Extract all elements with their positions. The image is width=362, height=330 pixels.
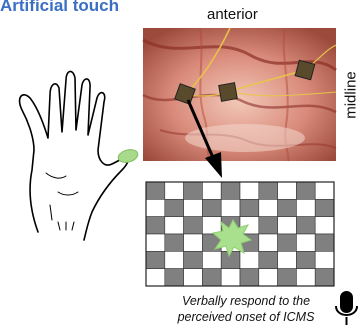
- checker-cell: [146, 217, 165, 234]
- checker-cell: [146, 234, 165, 251]
- checker-cell: [146, 182, 165, 199]
- checker-cell: [278, 269, 297, 286]
- checker-cell: [240, 269, 259, 286]
- electrode-array-3: [295, 60, 315, 80]
- caption-line-1: Verbally respond to the: [148, 293, 344, 309]
- checker-cell: [259, 251, 278, 268]
- checker-cell: [221, 199, 240, 216]
- checker-cell: [146, 269, 165, 286]
- checker-cell: [165, 269, 184, 286]
- checker-cell: [296, 182, 315, 199]
- checker-cell: [259, 234, 278, 251]
- checker-cell: [221, 182, 240, 199]
- electrode-array-2: [219, 83, 238, 102]
- checker-cell: [184, 182, 203, 199]
- checker-cell: [259, 199, 278, 216]
- checker-cell: [278, 234, 297, 251]
- checker-cell: [202, 199, 221, 216]
- checker-cell: [202, 182, 221, 199]
- checker-cell: [221, 269, 240, 286]
- checker-cell: [146, 251, 165, 268]
- checker-cell: [184, 217, 203, 234]
- checker-cell: [202, 217, 221, 234]
- checker-cell: [315, 217, 334, 234]
- checker-cell: [296, 217, 315, 234]
- caption-line-2: perceived onset of ICMS: [148, 309, 344, 325]
- checker-cell: [184, 199, 203, 216]
- checker-cell: [315, 234, 334, 251]
- checker-cell: [165, 234, 184, 251]
- checker-cell: [278, 217, 297, 234]
- checker-cell: [259, 182, 278, 199]
- checker-cell: [202, 251, 221, 268]
- checker-cell: [165, 182, 184, 199]
- hand-outline-icon: [20, 71, 129, 240]
- checker-cell: [278, 182, 297, 199]
- checker-cell: [278, 199, 297, 216]
- checker-cell: [278, 251, 297, 268]
- checker-cell: [315, 199, 334, 216]
- task-instruction: Verbally respond to the perceived onset …: [148, 293, 344, 325]
- checker-cell: [184, 234, 203, 251]
- checker-cell: [165, 199, 184, 216]
- checker-cell: [184, 251, 203, 268]
- checker-cell: [296, 199, 315, 216]
- checker-cell: [315, 269, 334, 286]
- checker-cell: [202, 269, 221, 286]
- checker-cell: [259, 269, 278, 286]
- checker-cell: [184, 269, 203, 286]
- checker-cell: [240, 251, 259, 268]
- checker-cell: [240, 199, 259, 216]
- checker-cell: [296, 234, 315, 251]
- checker-cell: [296, 269, 315, 286]
- checker-cell: [296, 251, 315, 268]
- checker-cell: [259, 217, 278, 234]
- fingertip-stimulus-site: [117, 148, 139, 165]
- checker-cell: [146, 199, 165, 216]
- checker-cell: [315, 251, 334, 268]
- checker-cell: [165, 217, 184, 234]
- checker-cell: [315, 182, 334, 199]
- checker-cell: [240, 182, 259, 199]
- brain-photo: [143, 28, 336, 161]
- checker-cell: [165, 251, 184, 268]
